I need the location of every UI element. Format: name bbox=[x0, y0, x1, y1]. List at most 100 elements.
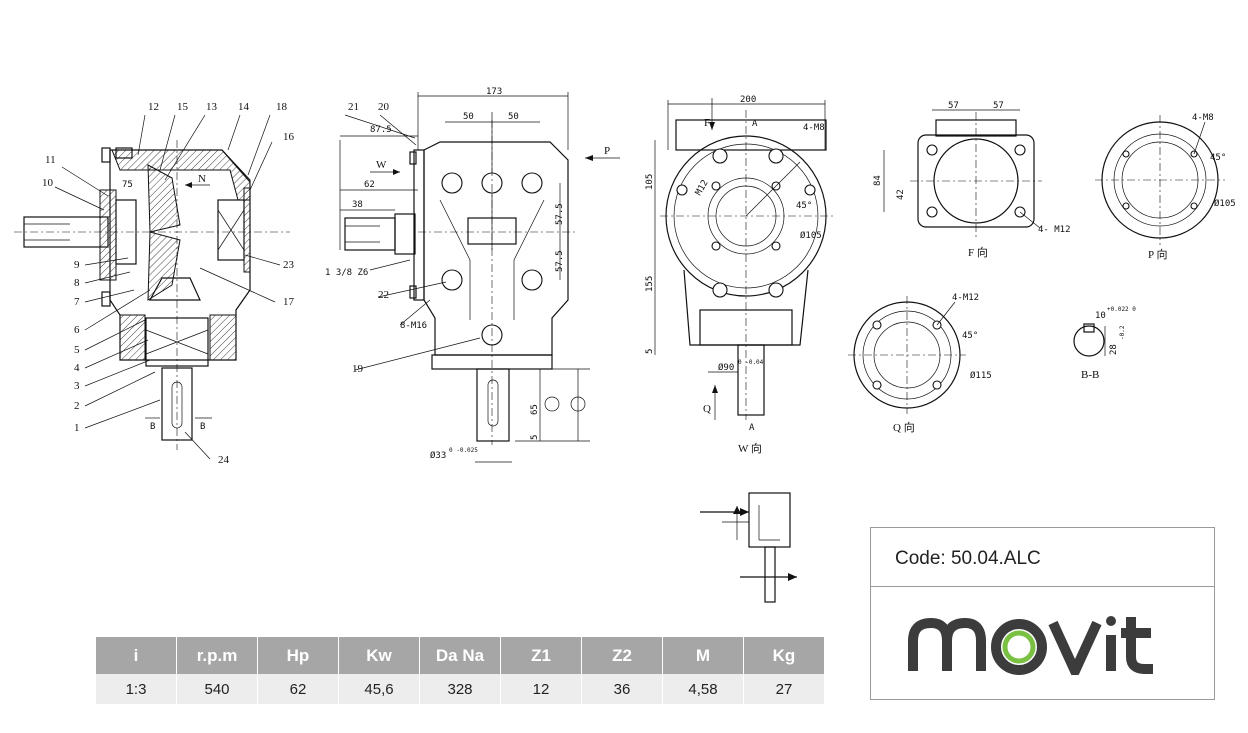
value-kg: 27 bbox=[743, 674, 825, 704]
p-angle45: 45° bbox=[1210, 153, 1226, 163]
view-bb-label: B-B bbox=[1081, 369, 1099, 381]
dim-57-right: 57 bbox=[993, 101, 1004, 111]
view-w-label: W 向 bbox=[738, 441, 762, 455]
p-dia105: Ø105 bbox=[1214, 198, 1236, 209]
part-label-17: 17 bbox=[283, 296, 295, 308]
header-hp: Hp bbox=[257, 637, 339, 674]
dim-87-5: 87.5 bbox=[370, 125, 392, 135]
part-label-16: 16 bbox=[283, 131, 295, 143]
part-label-15: 15 bbox=[177, 101, 189, 113]
sec-a-top: A bbox=[752, 119, 758, 129]
value-hp: 62 bbox=[257, 674, 339, 704]
front-angle45: 45° bbox=[796, 201, 812, 211]
key-10-tol: +0.022 0 bbox=[1107, 306, 1136, 313]
value-kw: 45,6 bbox=[338, 674, 420, 704]
part-label-24: 24 bbox=[218, 454, 230, 466]
front-m12: M12 bbox=[694, 178, 711, 197]
spline-label: 1 3/8 Z6 bbox=[325, 268, 368, 278]
part-label-4: 4 bbox=[74, 362, 80, 374]
view-f-label: F 向 bbox=[968, 245, 988, 259]
part-label-6: 6 bbox=[74, 324, 80, 336]
dim-dia33-tol: 0 -0.025 bbox=[449, 447, 478, 454]
part-label-10: 10 bbox=[42, 177, 54, 189]
value-dana: 328 bbox=[419, 674, 501, 704]
arrow-p-label: P bbox=[604, 145, 610, 157]
dim-75: 75 bbox=[122, 180, 133, 190]
part-label-9: 9 bbox=[74, 259, 80, 271]
arrow-q-label: Q bbox=[703, 403, 711, 415]
part-label-19: 19 bbox=[352, 363, 364, 375]
dim-84: 84 bbox=[873, 175, 883, 186]
value-z2: 36 bbox=[581, 674, 663, 704]
header-kw: Kw bbox=[338, 637, 420, 674]
front-dia105: Ø105 bbox=[800, 230, 822, 241]
dim-dia33: Ø33 bbox=[430, 450, 446, 461]
part-label-12: 12 bbox=[148, 101, 159, 113]
part-label-22: 22 bbox=[378, 289, 389, 301]
bb-section: 10 +0.022 0 28 -0.2 B-B bbox=[1073, 306, 1136, 381]
value-ratio: 1:3 bbox=[96, 674, 177, 704]
value-m: 4,58 bbox=[662, 674, 744, 704]
key-28: 28 bbox=[1109, 344, 1119, 355]
key-10: 10 bbox=[1095, 311, 1106, 321]
front-view: 200 F A 105 155 5 4-M8 M12 45° Ø10 bbox=[645, 95, 835, 455]
key-28-tol: -0.2 bbox=[1119, 325, 1126, 340]
section-b-left: B bbox=[150, 422, 155, 432]
front-dia90-tol: 0 -0.04 bbox=[738, 359, 764, 366]
q-4m12: 4-M12 bbox=[952, 293, 979, 303]
p-view: 4-M8 45° Ø105 P 向 bbox=[1095, 113, 1236, 261]
header-rpm: r.p.m bbox=[176, 637, 258, 674]
logo-box bbox=[870, 586, 1215, 700]
sec-a-bottom: A bbox=[749, 423, 755, 433]
rotation-schematic bbox=[700, 492, 797, 603]
header-z2: Z2 bbox=[581, 637, 663, 674]
dim-57-5-lower: 57.5 bbox=[555, 250, 565, 272]
dim-50-left: 50 bbox=[463, 112, 474, 122]
part-label-1: 1 bbox=[74, 422, 80, 434]
spec-table: i r.p.m Hp Kw Da Na Z1 Z2 M Kg 1:3 540 6… bbox=[96, 637, 825, 704]
part-label-20: 20 bbox=[378, 101, 390, 113]
part-label-13: 13 bbox=[206, 101, 218, 113]
dim-105: 105 bbox=[645, 174, 655, 190]
part-label-2: 2 bbox=[74, 400, 80, 412]
part-label-8: 8 bbox=[74, 277, 80, 289]
arrow-n-label: N bbox=[198, 173, 206, 185]
part-label-18: 18 bbox=[276, 101, 288, 113]
product-code: Code: 50.04.ALC bbox=[895, 548, 1041, 569]
dim-155: 155 bbox=[645, 276, 655, 292]
dim-5-front: 5 bbox=[645, 349, 655, 354]
dim-38: 38 bbox=[352, 200, 363, 210]
header-m: M bbox=[662, 637, 744, 674]
f-4m12: 4- M12 bbox=[1038, 225, 1071, 235]
arrow-w-label: W bbox=[376, 159, 387, 171]
dim-57-5-upper: 57.5 bbox=[555, 203, 565, 225]
part-label-23: 23 bbox=[283, 259, 295, 271]
front-4m8: 4-M8 bbox=[803, 123, 825, 133]
view-q-label: Q 向 bbox=[893, 420, 915, 434]
p-4m8: 4-M8 bbox=[1192, 113, 1214, 123]
view-p-label: P 向 bbox=[1148, 247, 1167, 261]
dim-5-side: 5 bbox=[530, 435, 540, 440]
header-kg: Kg bbox=[743, 637, 825, 674]
dim-173: 173 bbox=[486, 87, 502, 97]
spec-value-row: 1:3 540 62 45,6 328 12 36 4,58 27 bbox=[96, 674, 825, 704]
arrow-f-label: F bbox=[704, 117, 710, 129]
dim-65: 65 bbox=[530, 404, 540, 415]
spec-header-row: i r.p.m Hp Kw Da Na Z1 Z2 M Kg bbox=[96, 637, 825, 674]
part-label-7: 7 bbox=[74, 296, 80, 308]
bolts-side-label: 8-M16 bbox=[400, 321, 427, 331]
header-dana: Da Na bbox=[419, 637, 501, 674]
dim-42: 42 bbox=[896, 189, 906, 200]
part-label-11: 11 bbox=[45, 154, 56, 166]
section-b-right: B bbox=[200, 422, 205, 432]
dim-200: 200 bbox=[740, 95, 756, 105]
f-view: 57 57 84 42 4- M12 F 向 bbox=[873, 101, 1071, 259]
q-dia115: Ø115 bbox=[970, 370, 992, 381]
value-z1: 12 bbox=[500, 674, 582, 704]
front-dia90: Ø90 bbox=[718, 362, 734, 373]
movit-logo bbox=[908, 616, 1153, 675]
value-rpm: 540 bbox=[176, 674, 258, 704]
section-view: 12 15 13 14 18 16 11 10 9 8 7 6 5 4 3 2 … bbox=[14, 101, 295, 466]
side-view: 173 50 50 87.5 W 62 38 bbox=[325, 87, 620, 463]
q-view: 4-M12 45° Ø115 Q 向 bbox=[848, 293, 992, 434]
